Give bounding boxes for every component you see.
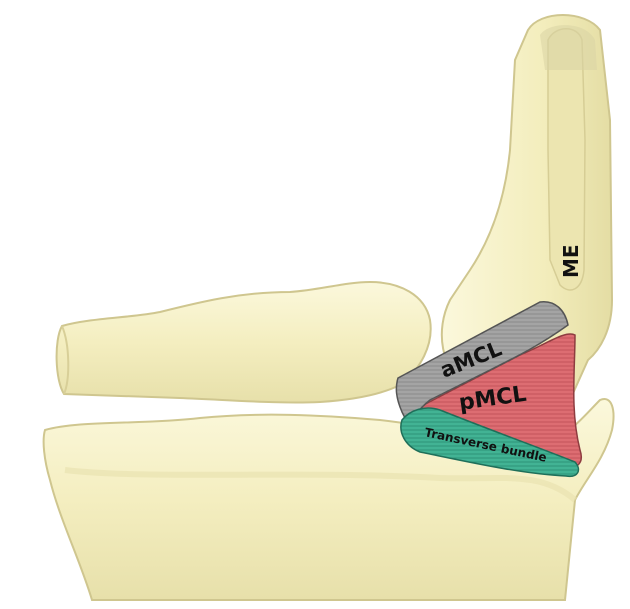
label-me: ME	[559, 244, 583, 278]
radius	[57, 282, 431, 403]
radius-shaft	[57, 282, 431, 403]
